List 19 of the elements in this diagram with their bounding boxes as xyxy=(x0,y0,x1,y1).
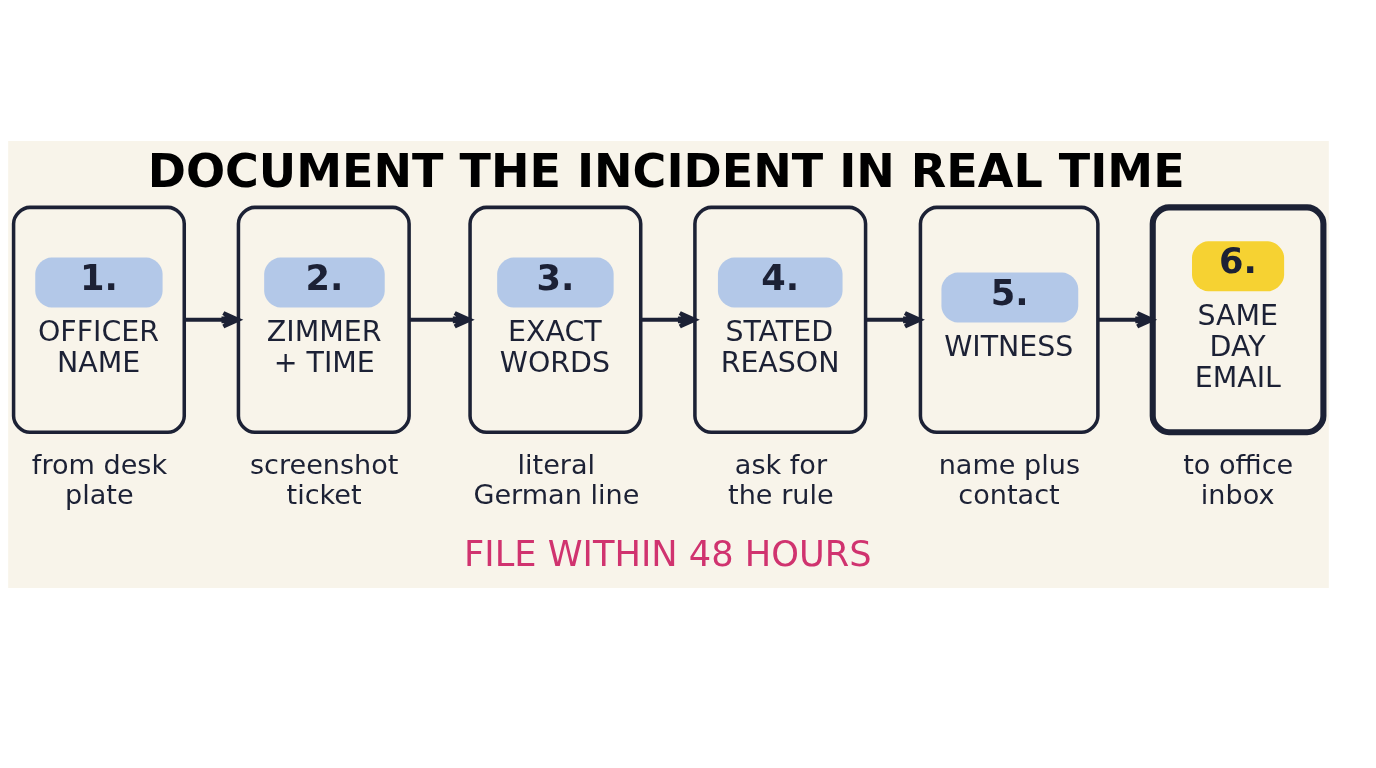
node-label: to office inbox xyxy=(1183,449,1294,511)
node-box: 4. STATED REASON xyxy=(693,205,868,434)
label: FILE WITHIN 48 HOURS xyxy=(464,533,872,575)
node-label: literal German line xyxy=(473,449,640,511)
arrow xyxy=(865,311,923,329)
arrow xyxy=(641,311,697,329)
node-box: 3. EXACT WORDS xyxy=(468,205,643,434)
node-box: 2. ZIMMER + TIME xyxy=(236,205,411,434)
node-label: screenshot ticket xyxy=(249,449,399,511)
node-box: 1. OFFICER NAME xyxy=(11,205,186,434)
diagram-title: DOCUMENT THE INCIDENT IN REAL TIME xyxy=(147,144,1185,199)
node-box: 6. SAME DAY EMAIL xyxy=(1149,204,1327,436)
arrow xyxy=(184,311,241,329)
node-label: ask for the rule xyxy=(728,449,834,511)
arrow xyxy=(1098,311,1155,329)
node-label: from desk plate xyxy=(31,449,168,511)
arrow xyxy=(409,311,472,329)
node-box: 5. WITNESS xyxy=(918,205,1100,434)
node-label: name plus contact xyxy=(938,449,1081,511)
